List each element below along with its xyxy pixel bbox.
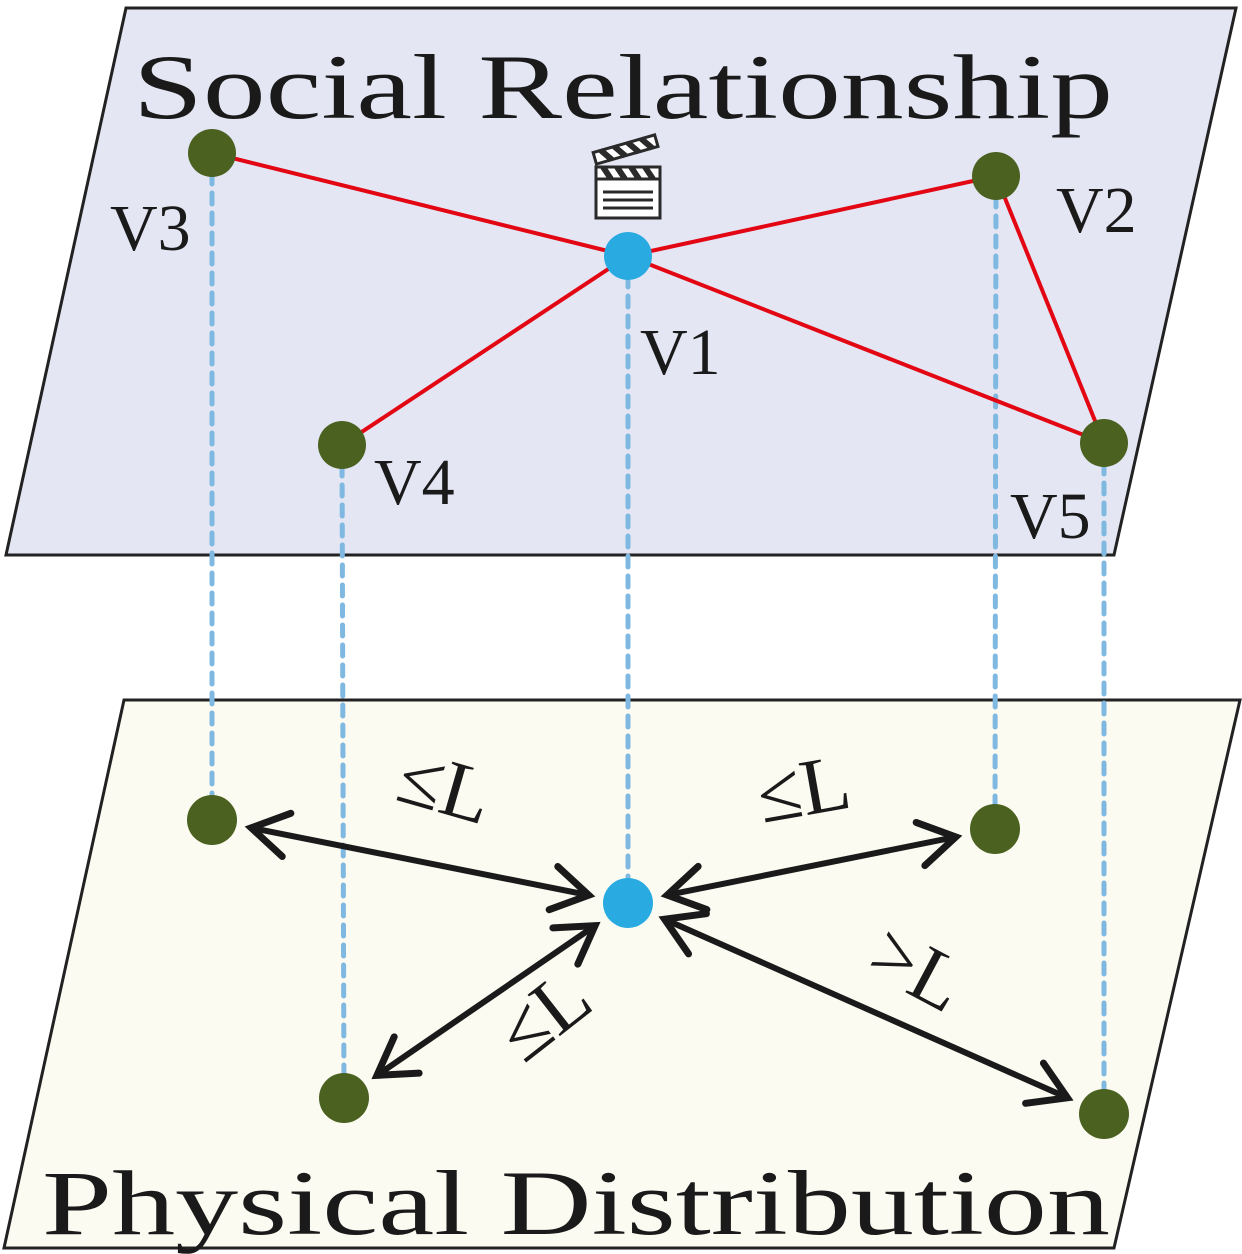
social-edge-v1-v5 bbox=[627, 254, 1105, 445]
physical-distribution-title: Physical Distribution bbox=[42, 1152, 1110, 1254]
arrowhead-v2 bbox=[912, 818, 963, 870]
node-label-v1: V1 bbox=[640, 316, 721, 389]
arrowhead-center-v3 bbox=[545, 863, 596, 914]
arrowhead-center-v2 bbox=[660, 862, 711, 914]
distance-arrows bbox=[244, 809, 1074, 1107]
social-edges bbox=[211, 151, 1106, 447]
distance-arrow-v4 bbox=[375, 923, 597, 1078]
distance-arrow-v3 bbox=[250, 824, 590, 899]
physical-node-v3 bbox=[187, 795, 237, 845]
film-clapperboard-icon bbox=[591, 133, 662, 220]
physical-node-v2 bbox=[970, 804, 1020, 854]
distance-arrow-v2 bbox=[666, 833, 957, 899]
arrowhead-v3 bbox=[244, 809, 295, 860]
social-node-v5 bbox=[1080, 419, 1128, 467]
physical-node-v4 bbox=[319, 1073, 369, 1123]
social-relationship-plane bbox=[4, 6, 1238, 557]
social-node-v2 bbox=[972, 152, 1020, 200]
node-label-v2: V2 bbox=[1056, 174, 1137, 247]
social-node-v4 bbox=[318, 421, 366, 469]
social-edge-v2-v5 bbox=[994, 175, 1106, 444]
physical-distribution-plane bbox=[2, 698, 1242, 1250]
distance-arrow-v5 bbox=[663, 916, 1069, 1101]
node-label-v4: V4 bbox=[374, 446, 455, 519]
social-edge-v1-v3 bbox=[211, 151, 629, 258]
projection-line-v2 bbox=[992, 173, 999, 832]
physical-node-v5 bbox=[1079, 1089, 1129, 1139]
node-label-v3: V3 bbox=[110, 192, 191, 265]
distance-label-v2: ≤L bbox=[750, 738, 857, 841]
arrowhead-v5 bbox=[1022, 1059, 1074, 1107]
arrowhead-center-v4 bbox=[549, 921, 601, 968]
physical-node-v1 bbox=[603, 878, 653, 928]
arrowhead-v4 bbox=[371, 1033, 423, 1080]
social-node-v1 bbox=[604, 232, 652, 280]
projection-lines bbox=[209, 150, 1107, 1117]
social-relationship-title: Social Relationship bbox=[133, 36, 1113, 138]
social-edge-v1-v4 bbox=[340, 254, 630, 447]
node-label-v5: V5 bbox=[1010, 480, 1091, 553]
social-edge-v1-v2 bbox=[627, 174, 997, 258]
arrowhead-center-v5 bbox=[658, 910, 710, 958]
social-node-v3 bbox=[188, 129, 236, 177]
graph-nodes bbox=[187, 129, 1129, 1139]
projection-line-v4 bbox=[339, 442, 347, 1101]
